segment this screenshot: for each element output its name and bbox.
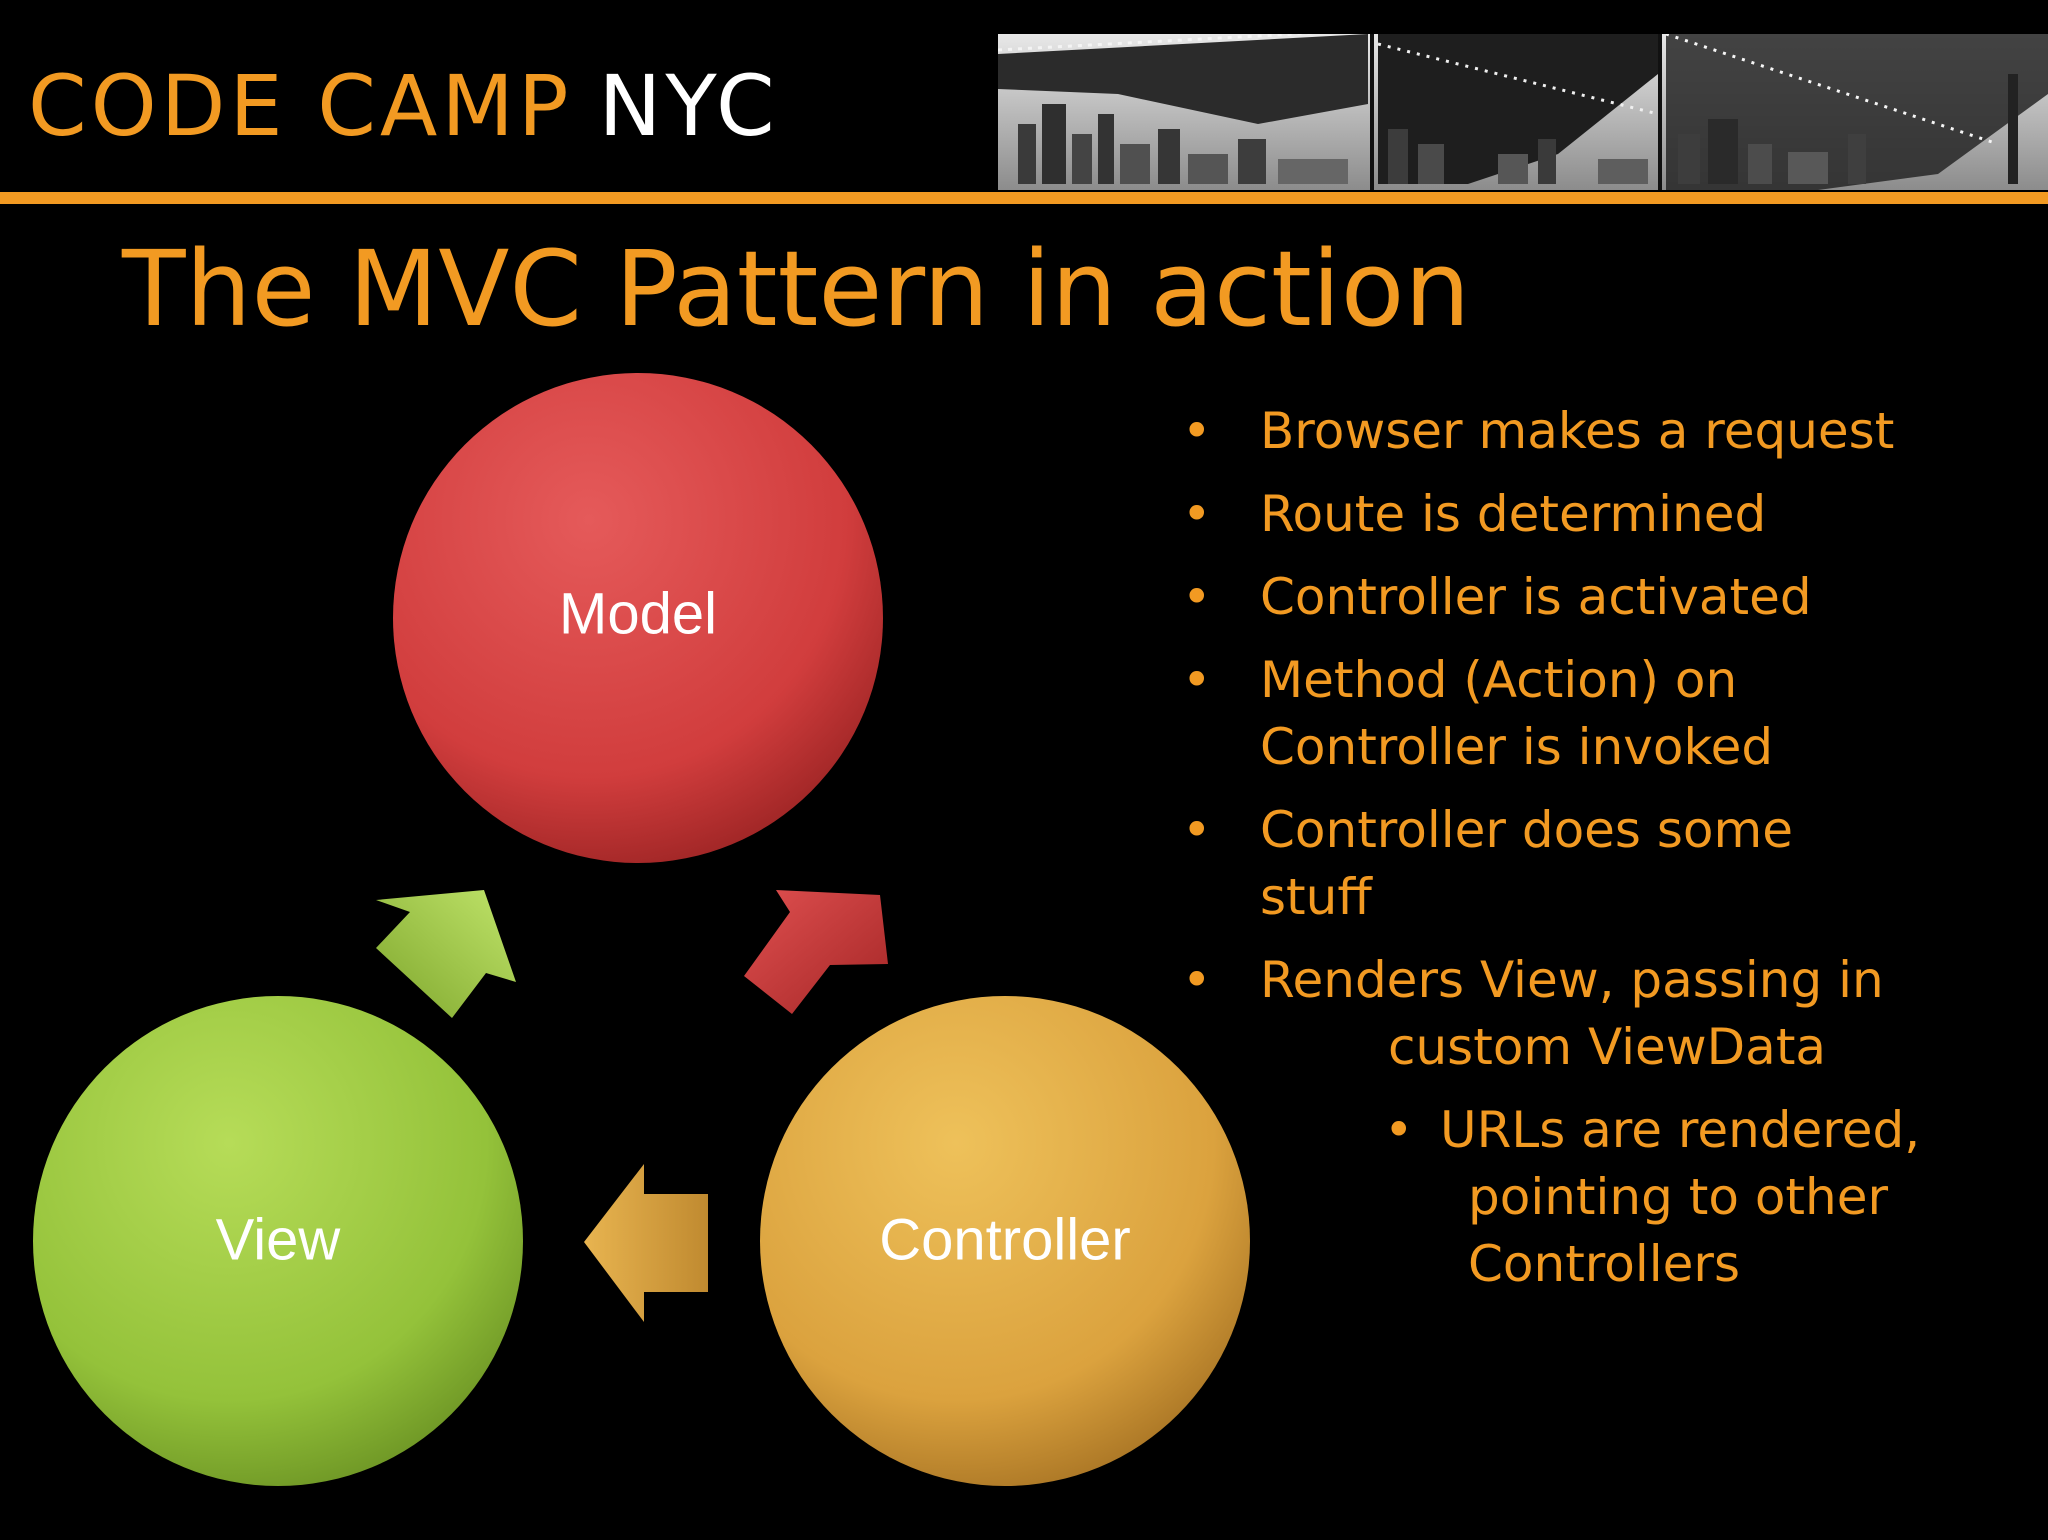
controller-to-model-arrow	[744, 890, 888, 1014]
slide-title: The MVC Pattern in action	[122, 228, 1471, 350]
sub-bullet-item: • URLs are rendered, pointing to other C…	[1384, 1101, 1921, 1293]
bullet-item: • Browser makes a request	[1182, 402, 1895, 460]
bullet-item: • Renders View, passing in custom ViewDa…	[1170, 947, 2030, 1298]
logo-nyc: NYC	[598, 57, 779, 155]
bullet-item: • Controller is activated	[1182, 568, 1812, 626]
brooklyn-bridge-banner	[998, 34, 2048, 190]
controller-to-view-arrow-shape	[584, 1164, 708, 1322]
view-label: View	[216, 1207, 342, 1272]
controller-label: Controller	[879, 1207, 1130, 1272]
bullet-item: • Route is determined	[1182, 485, 1767, 543]
logo-code-camp: CODE CAMP	[28, 57, 573, 155]
header-divider	[0, 192, 2048, 204]
model-node: Model	[393, 373, 883, 863]
view-to-model-arrow	[376, 890, 516, 1018]
mvc-cycle-diagram: Model View Controller	[0, 360, 1280, 1536]
view-node: View	[33, 996, 523, 1486]
process-bullet-list: • Browser makes a request • Route is det…	[1170, 398, 2030, 1314]
controller-node: Controller	[760, 996, 1250, 1486]
bullet-item: • Controller does some stuff	[1182, 801, 1793, 926]
model-label: Model	[559, 581, 717, 646]
header: CODE CAMP NYC	[0, 0, 2048, 204]
bullet-item: • Method (Action) on Controller is invok…	[1182, 651, 1774, 776]
